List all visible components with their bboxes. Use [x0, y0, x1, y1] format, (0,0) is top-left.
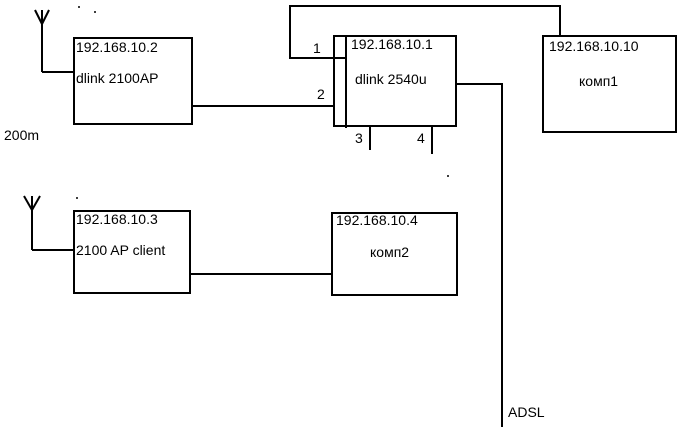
router-port-3-label: 3: [355, 130, 363, 146]
stray-dot: [94, 11, 96, 13]
pc2-ip: 192.168.10.4: [336, 212, 418, 228]
ap1-ip: 192.168.10.2: [76, 39, 158, 55]
pc2-name: комп2: [370, 244, 410, 260]
router-box: [333, 35, 457, 127]
router-port-4-label: 4: [417, 130, 425, 146]
adsl-label: ADSL: [508, 404, 545, 420]
router-name: dlink 2540u: [355, 71, 427, 87]
ap2-box: [73, 210, 191, 294]
router-ip: 192.168.10.1: [351, 36, 433, 52]
antenna-1-icon: [34, 9, 74, 73]
router-port-2-label: 2: [317, 86, 325, 102]
ap1-name: dlink 2100AP: [76, 70, 159, 86]
wire-router-pc1: [289, 5, 561, 59]
ap2-ip: 192.168.10.3: [76, 211, 158, 227]
ap1-box: [73, 37, 193, 125]
wire-adsl-uplink: [456, 83, 503, 427]
router-port-1-label: 1: [313, 40, 321, 56]
antenna-2-icon: [23, 195, 74, 251]
ap2-name: 2100 AP client: [76, 242, 166, 258]
pc1-name: комп1: [579, 73, 619, 89]
distance-label: 200m: [4, 127, 40, 143]
stray-dot: [78, 6, 80, 8]
pc1-box: [542, 35, 677, 133]
stray-dot: [447, 175, 449, 177]
pc2-box: [331, 212, 458, 296]
stray-dot: [76, 197, 78, 199]
pc1-ip: 192.168.10.10: [549, 38, 639, 54]
